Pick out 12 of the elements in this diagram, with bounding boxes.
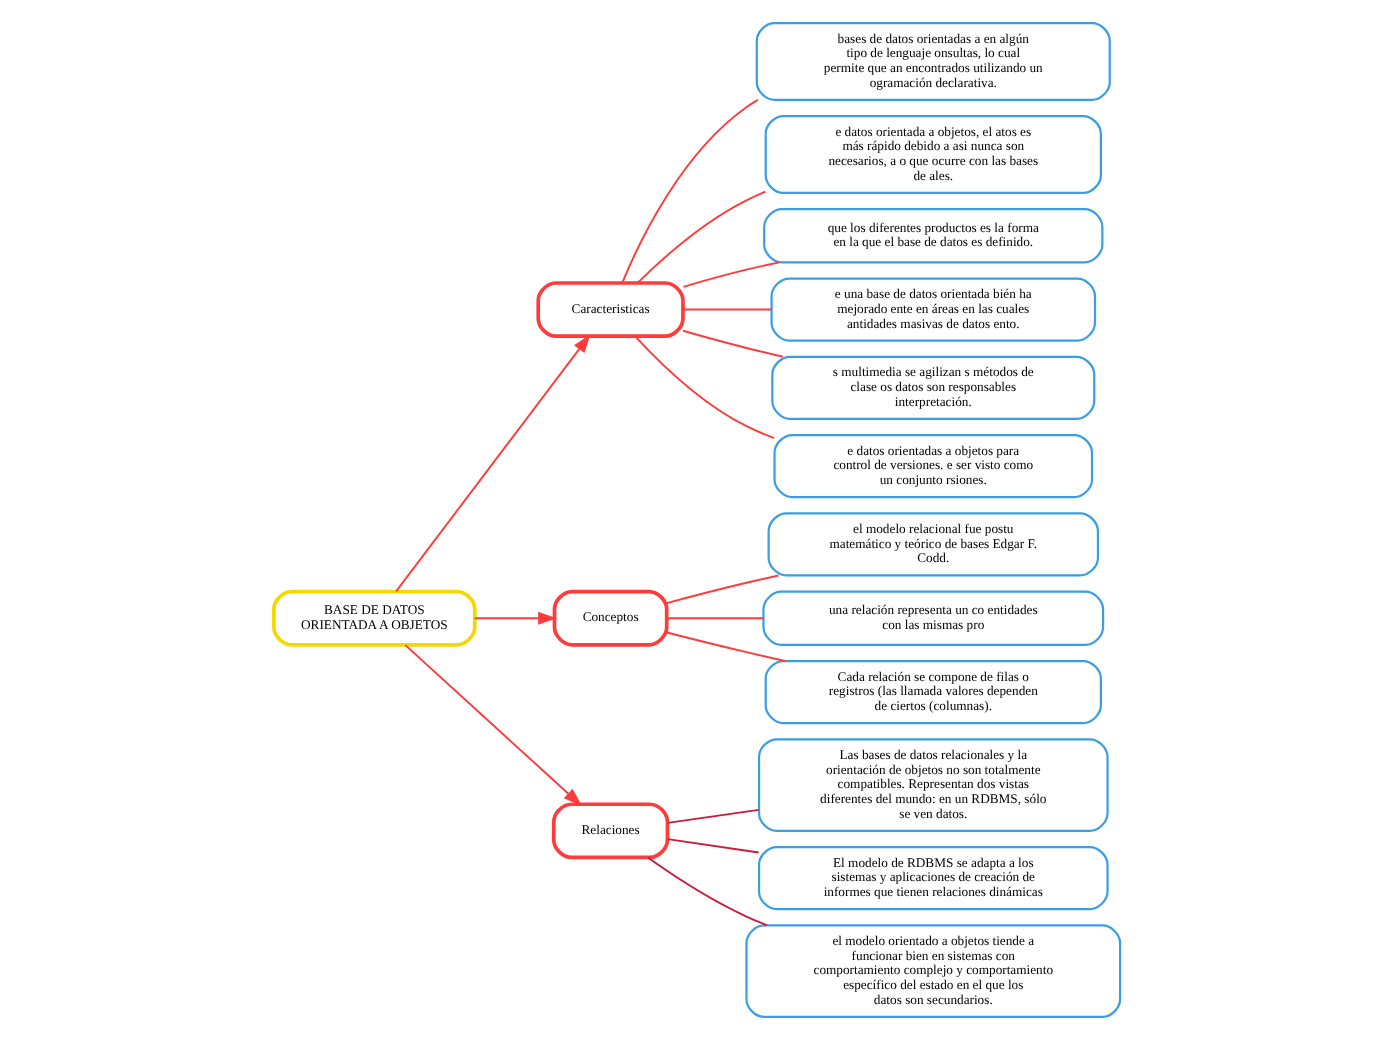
arrow xyxy=(395,334,591,593)
connector xyxy=(666,838,760,854)
arrow xyxy=(473,611,557,625)
arrow xyxy=(404,644,582,807)
connector xyxy=(682,261,781,288)
connector xyxy=(665,574,780,604)
connector xyxy=(682,308,773,311)
connector xyxy=(636,190,767,284)
connector xyxy=(621,99,759,284)
connector xyxy=(666,617,765,620)
connector xyxy=(634,335,776,439)
connector xyxy=(666,808,760,824)
